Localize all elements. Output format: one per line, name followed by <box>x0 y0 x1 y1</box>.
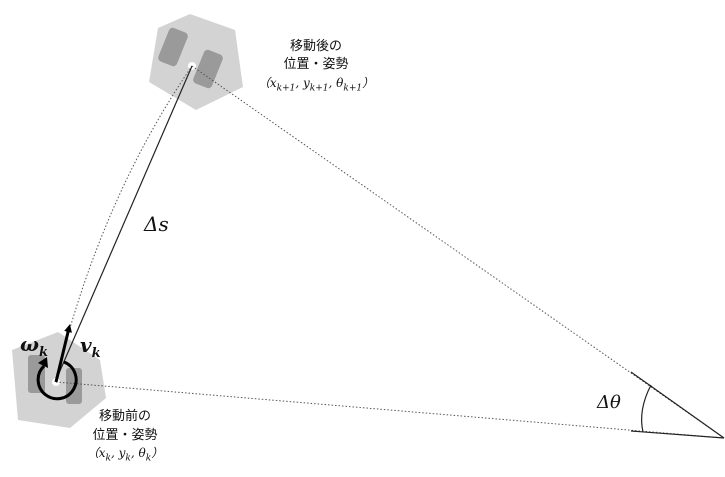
velocity-arrow <box>54 324 72 383</box>
after-label-line1: 移動後の <box>289 39 342 54</box>
delta-theta-label: Δθ <box>597 392 621 413</box>
radius-before-solid <box>630 430 725 439</box>
before-label-line2: 位置・姿勢 <box>92 428 158 443</box>
wheel-right-after <box>193 49 223 89</box>
radius-after <box>191 65 725 439</box>
wheel-left-before <box>28 355 45 393</box>
after-coords: （xk+1, yk+1, θk+1） <box>246 76 386 96</box>
after-label-line2: 位置・姿勢 <box>283 57 349 72</box>
angle-arc <box>641 384 652 433</box>
before-coords-text: （xk, yk, θk） <box>86 446 164 464</box>
before-coords: （xk, yk, θk） <box>70 446 180 466</box>
robot-after <box>149 14 243 110</box>
before-label-line1: 移動前の <box>98 409 151 424</box>
omega-label: ωk <box>20 332 49 360</box>
wheel-left-after <box>158 27 188 67</box>
trajectory-arc <box>55 65 193 381</box>
rotation-arrowhead <box>38 357 48 368</box>
after-coords-text: （xk+1, yk+1, θk+1） <box>257 76 375 94</box>
velocity-label: vk <box>80 333 101 361</box>
delta-s-label: Δs <box>144 212 169 236</box>
rotation-arrow <box>36 360 78 401</box>
radius-after-solid <box>630 371 725 439</box>
chord-delta-s <box>55 65 193 381</box>
